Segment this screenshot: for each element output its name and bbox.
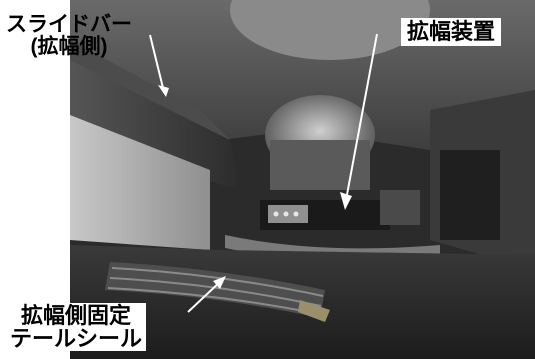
bolt [273,211,279,217]
tail-seal-arrow [187,279,223,313]
slide-bar-label-line-2: (拡幅側) [30,35,108,59]
tail-seal-strip [109,277,322,307]
bolt [283,211,289,217]
slide-bar-label-line-1: スライドバー [6,13,132,36]
arrowhead [340,192,352,210]
slide-bar-arrow [149,34,164,89]
tail-seal [105,262,325,318]
expander-arrow [345,33,378,201]
slide-bar-top [70,40,230,140]
left-panel [70,115,210,250]
tail-seal-strip [111,267,324,297]
slide-bar [70,60,240,190]
side-plate [380,190,420,225]
arrowhead [158,85,169,97]
expander-label: 拡幅装置 [401,18,502,47]
round-top-structure [230,0,430,60]
tail-seal-strip [107,287,320,315]
tail-seal-label: 拡幅側固定 テールシール [6,303,147,352]
bolt [293,211,299,217]
arrowhead [213,276,226,289]
seal-brush-edge [298,300,330,322]
tail-seal-label-line-1: 拡幅側固定 [21,303,132,328]
tail-seal-label-line-2: テールシール [10,326,143,352]
slide-bar-label: スライドバー (拡幅側) [6,13,132,59]
right-recess [440,150,500,240]
